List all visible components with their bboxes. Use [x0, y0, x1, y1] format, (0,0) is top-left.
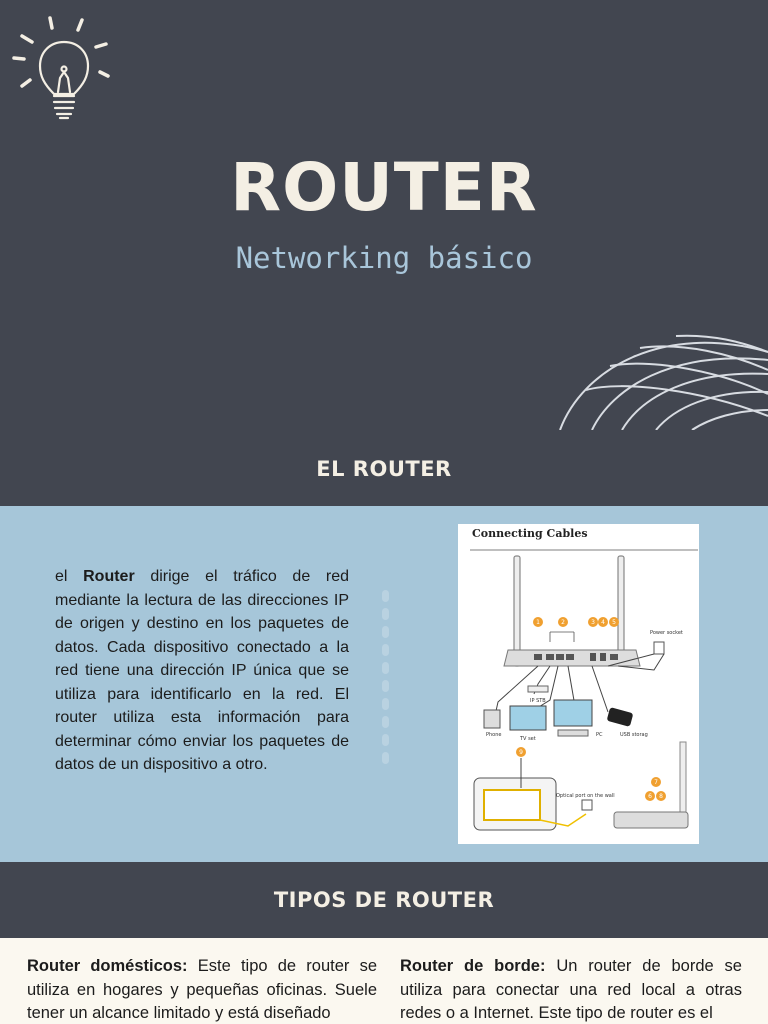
decorative-dots [382, 590, 390, 770]
label-usb-storage: USB storag [620, 732, 648, 738]
router-type-border: Router de borde: Un router de borde se u… [400, 955, 742, 1024]
domestic-label: Router domésticos: [27, 957, 188, 975]
marker-4: 4 [601, 619, 605, 626]
label-pc: PC [596, 732, 603, 738]
diagram-title: Connecting Cables [472, 527, 588, 540]
marker-6: 6 [648, 793, 652, 800]
domestic-text: Este tipo de router se utiliza en hogare… [27, 957, 377, 1022]
label-tv-set: TV set [519, 736, 536, 742]
router-description: el Router dirige el tráfico de red media… [55, 565, 349, 777]
marker-7: 7 [654, 779, 658, 786]
marker-5: 5 [612, 619, 616, 626]
lightbulb-icon [12, 16, 110, 120]
marker-2: 2 [561, 619, 565, 626]
marker-9: 9 [519, 749, 523, 756]
diagram-svg: Connecting Cables [470, 527, 698, 831]
label-ip-stb: IP STB [530, 698, 546, 704]
hero-section: ROUTER Networking básico [0, 0, 768, 431]
label-phone: Phone [486, 732, 502, 738]
border-label: Router de borde: [400, 957, 546, 975]
label-optical-port: Optical port on the wall [556, 793, 615, 799]
description-prefix: el [55, 568, 84, 585]
connecting-cables-diagram: Connecting Cables [458, 524, 699, 844]
description-text: dirige el tráfico de red mediante la lec… [55, 568, 349, 773]
router-types-section: Router domésticos: Este tipo de router s… [0, 938, 768, 1024]
label-power-socket: Power socket [650, 630, 683, 636]
page-title: ROUTER [230, 149, 538, 226]
marker-3: 3 [591, 619, 595, 626]
marker-1: 1 [536, 619, 540, 626]
globe-icon [559, 334, 768, 431]
section-heading-tipos-de-router: TIPOS DE ROUTER [0, 862, 768, 938]
section-heading-el-router: EL ROUTER [0, 430, 768, 506]
marker-8: 8 [659, 793, 663, 800]
router-description-section: el Router dirige el tráfico de red media… [0, 506, 768, 862]
description-bold: Router [83, 568, 135, 585]
border-text: Un router de borde se utiliza para conec… [400, 957, 742, 1022]
router-type-domestic: Router domésticos: Este tipo de router s… [27, 955, 377, 1024]
page-subtitle: Networking básico [235, 241, 533, 275]
